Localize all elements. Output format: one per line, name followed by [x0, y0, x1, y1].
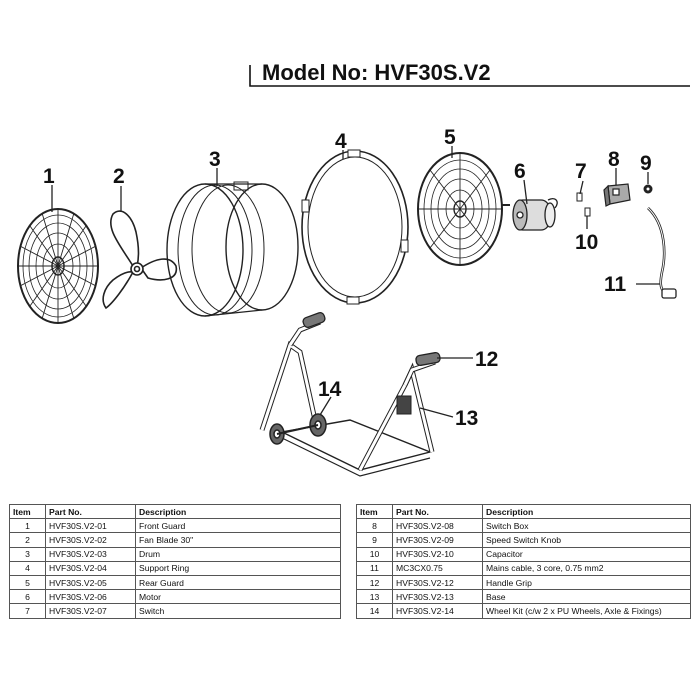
cell-item: 8: [356, 518, 393, 534]
header-item: Item: [356, 503, 393, 520]
rear-guard: [417, 152, 510, 266]
speed-switch-knob: [643, 184, 653, 194]
cell-item: 13: [356, 589, 393, 605]
cell-item: 4: [9, 560, 46, 576]
table-row: 5 HVF30S.V2-05 Rear Guard: [9, 574, 341, 591]
cell-description: Handle Grip: [482, 574, 691, 591]
cell-part-no: MC3CX0.75: [392, 560, 483, 576]
cell-item: 3: [9, 546, 46, 562]
table-header-row: Item Part No. Description: [356, 503, 691, 520]
callout-11: 11: [604, 273, 627, 296]
wheel-kit: [269, 413, 327, 445]
callout-6: 6: [514, 160, 526, 183]
cell-description: Base: [482, 589, 691, 605]
header-item: Item: [9, 503, 46, 520]
cell-part-no: HVF30S.V2-02: [45, 532, 136, 548]
callout-12: 12: [475, 348, 498, 371]
cell-item: 10: [356, 546, 393, 562]
switch-box: [603, 183, 631, 207]
table-row: 1 HVF30S.V2-01 Front Guard: [9, 518, 341, 534]
cell-part-no: HVF30S.V2-04: [45, 560, 136, 576]
cell-description: Support Ring: [135, 560, 341, 576]
capacitor: [584, 207, 591, 217]
callout-13: 13: [455, 407, 478, 430]
table-row: 7 HVF30S.V2-07 Switch: [9, 603, 341, 619]
callout-8: 8: [608, 148, 620, 171]
table-row: 10 HVF30S.V2-10 Capacitor: [356, 546, 691, 562]
cell-item: 2: [9, 532, 46, 548]
mains-cable: [647, 207, 677, 299]
callout-4: 4: [335, 130, 347, 153]
table-row: 4 HVF30S.V2-04 Support Ring: [9, 560, 341, 576]
parts-table-left: Item Part No. Description 1 HVF30S.V2-01…: [9, 503, 341, 619]
cell-part-no: HVF30S.V2-07: [45, 603, 136, 619]
cell-description: Drum: [135, 546, 341, 562]
cell-item: 14: [356, 603, 393, 619]
callout-5: 5: [444, 126, 456, 149]
parts-table-right: Item Part No. Description 8 HVF30S.V2-08…: [356, 503, 691, 619]
cell-item: 5: [9, 574, 46, 591]
table-row: 12 HVF30S.V2-12 Handle Grip: [356, 574, 691, 591]
header-part-no: Part No.: [45, 503, 136, 520]
table-row: 11 MC3CX0.75 Mains cable, 3 core, 0.75 m…: [356, 560, 691, 576]
cell-item: 6: [9, 589, 46, 605]
callout-2: 2: [113, 165, 125, 188]
cell-part-no: HVF30S.V2-12: [392, 574, 483, 591]
base-frame: [259, 319, 436, 477]
front-guard: [17, 208, 99, 324]
leader-lines: [51, 146, 660, 418]
callout-7: 7: [575, 160, 587, 183]
cell-description: Wheel Kit (c/w 2 x PU Wheels, Axle & Fix…: [482, 603, 691, 619]
table-row: 3 HVF30S.V2-03 Drum: [9, 546, 341, 562]
cell-part-no: HVF30S.V2-14: [392, 603, 483, 619]
table-header-row: Item Part No. Description: [9, 503, 341, 520]
callout-1: 1: [43, 165, 55, 188]
callout-labels: 1 2 3 4 5 6 7 8 9 10 11 12 13 14: [43, 126, 652, 430]
table-row: 8 HVF30S.V2-08 Switch Box: [356, 518, 691, 534]
cell-part-no: HVF30S.V2-03: [45, 546, 136, 562]
model-title: Model No: HVF30S.V2: [262, 60, 491, 85]
cell-description: Mains cable, 3 core, 0.75 mm2: [482, 560, 691, 576]
cell-item: 7: [9, 603, 46, 619]
cell-item: 9: [356, 532, 393, 548]
table-row: 6 HVF30S.V2-06 Motor: [9, 589, 341, 605]
cell-description: Switch: [135, 603, 341, 619]
cell-part-no: HVF30S.V2-13: [392, 589, 483, 605]
cell-description: Fan Blade 30": [135, 532, 341, 548]
callout-14: 14: [318, 378, 342, 401]
cell-description: Motor: [135, 589, 341, 605]
table-row: 9 HVF30S.V2-09 Speed Switch Knob: [356, 532, 691, 548]
handle-grip: [302, 312, 441, 367]
cell-part-no: HVF30S.V2-10: [392, 546, 483, 562]
switch-part: [576, 192, 583, 202]
header-description: Description: [135, 503, 341, 520]
drum: [166, 181, 299, 317]
cell-description: Rear Guard: [135, 574, 341, 591]
support-ring: [301, 149, 409, 305]
callout-9: 9: [640, 152, 652, 175]
cell-part-no: HVF30S.V2-06: [45, 589, 136, 605]
header-part-no: Part No.: [392, 503, 483, 520]
motor: [512, 198, 558, 231]
model-title-box: Model No: HVF30S.V2: [249, 60, 690, 87]
cell-item: 1: [9, 518, 46, 534]
cell-part-no: HVF30S.V2-01: [45, 518, 136, 534]
cell-description: Switch Box: [482, 518, 691, 534]
cell-part-no: HVF30S.V2-08: [392, 518, 483, 534]
cell-description: Speed Switch Knob: [482, 532, 691, 548]
callout-10: 10: [575, 231, 598, 254]
cell-item: 12: [356, 574, 393, 591]
table-row: 13 HVF30S.V2-13 Base: [356, 589, 691, 605]
cell-description: Front Guard: [135, 518, 341, 534]
fan-blade: [102, 210, 178, 310]
table-row: 14 HVF30S.V2-14 Wheel Kit (c/w 2 x PU Wh…: [356, 603, 691, 619]
cell-description: Capacitor: [482, 546, 691, 562]
cell-item: 11: [356, 560, 393, 576]
cell-part-no: HVF30S.V2-09: [392, 532, 483, 548]
callout-3: 3: [209, 148, 221, 171]
table-row: 2 HVF30S.V2-02 Fan Blade 30": [9, 532, 341, 548]
cell-part-no: HVF30S.V2-05: [45, 574, 136, 591]
header-description: Description: [482, 503, 691, 520]
